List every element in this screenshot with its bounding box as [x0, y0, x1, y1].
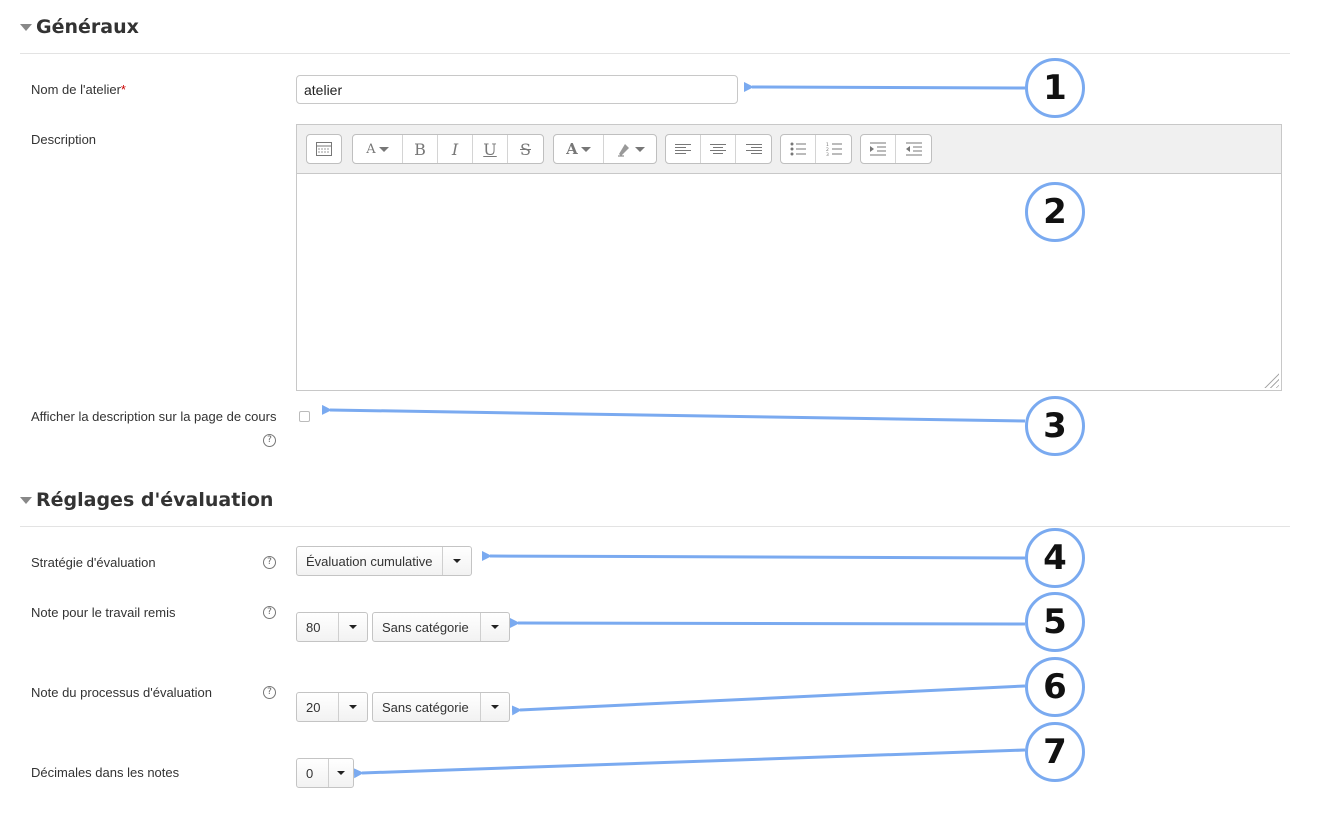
italic-icon[interactable]: I [438, 135, 473, 163]
assessment-category-value: Sans catégorie [382, 699, 469, 715]
strategy-label: Stratégie d'évaluation [31, 555, 156, 570]
callout-7: 7 [1025, 722, 1085, 782]
name-input[interactable]: atelier [296, 75, 738, 104]
section-divider [20, 53, 1290, 54]
strikethrough-icon[interactable]: S [520, 139, 531, 159]
assessment-category-select[interactable]: Sans catégorie [372, 692, 510, 722]
decimals-value: 0 [306, 765, 314, 781]
font-style-glyph: A [366, 141, 376, 157]
font-color-icon[interactable]: A [554, 135, 604, 163]
chevron-down-icon [442, 547, 471, 575]
toolbar-group-toggle [306, 134, 342, 164]
strategy-select-value: Évaluation cumulative [306, 553, 433, 569]
toggle-toolbar-icon[interactable] [307, 135, 341, 163]
callout-6: 6 [1025, 657, 1085, 717]
submission-category-select[interactable]: Sans catégorie [372, 612, 510, 642]
align-center-icon[interactable] [701, 135, 736, 163]
submission-grade-label: Note pour le travail remis [31, 605, 176, 620]
unordered-list-icon[interactable] [781, 135, 816, 163]
toolbar-group-text: A B I U S [352, 134, 544, 164]
submission-category-value: Sans catégorie [382, 619, 469, 635]
help-icon[interactable]: ? [263, 434, 276, 447]
callout-1: 1 [1025, 58, 1085, 118]
collapse-triangle-icon[interactable] [20, 497, 32, 504]
svg-text:3: 3 [826, 152, 829, 156]
submission-grade-select[interactable]: 80 [296, 612, 368, 642]
description-label: Description [31, 132, 97, 147]
toolbar-group-align [665, 134, 772, 164]
collapse-triangle-icon[interactable] [20, 24, 32, 31]
chevron-down-icon [338, 613, 367, 641]
help-icon[interactable]: ? [263, 686, 276, 699]
chevron-down-icon [328, 759, 353, 787]
arrow-1 [743, 81, 1026, 92]
callout-2: 2 [1025, 182, 1085, 242]
indent-icon[interactable] [861, 135, 896, 163]
toolbar-group-color: A [553, 134, 657, 164]
callout-5: 5 [1025, 592, 1085, 652]
caret-icon [378, 146, 389, 152]
font-style-icon[interactable]: A [353, 135, 403, 163]
caret-icon [634, 146, 645, 152]
assessment-grade-value: 20 [306, 699, 321, 715]
section-general-header[interactable]: Généraux [20, 16, 139, 38]
bold-icon[interactable]: B [403, 135, 438, 163]
name-label: Nom de l'atelier* [31, 82, 126, 97]
callout-3: 3 [1025, 396, 1085, 456]
section-divider [20, 526, 1290, 527]
align-left-icon[interactable] [666, 135, 701, 163]
help-icon[interactable]: ? [263, 556, 276, 569]
arrow-5 [509, 617, 1026, 628]
font-color-glyph: A [566, 140, 578, 158]
chevron-down-icon [480, 613, 509, 641]
chevron-down-icon [338, 693, 367, 721]
show-description-checkbox[interactable] [299, 411, 310, 422]
toolbar-group-indent [860, 134, 932, 164]
outdent-icon[interactable] [896, 135, 931, 163]
help-icon[interactable]: ? [263, 606, 276, 619]
arrow-7 [353, 748, 1026, 779]
assessment-grade-select[interactable]: 20 [296, 692, 368, 722]
assessment-grade-label: Note du processus d'évaluation [31, 685, 212, 700]
required-icon: * [120, 82, 126, 97]
callout-4: 4 [1025, 528, 1085, 588]
section-grading-header[interactable]: Réglages d'évaluation [20, 489, 273, 511]
decimals-label: Décimales dans les notes [31, 765, 180, 780]
chevron-down-icon [480, 693, 509, 721]
arrow-3 [321, 404, 1026, 423]
background-color-icon[interactable] [604, 135, 656, 163]
decimals-select[interactable]: 0 [296, 758, 354, 788]
align-right-icon[interactable] [736, 135, 771, 163]
caret-icon [580, 146, 591, 152]
section-general-title: Généraux [36, 16, 139, 38]
svg-text:2: 2 [826, 147, 829, 153]
underline-icon[interactable]: U [473, 135, 508, 163]
submission-grade-value: 80 [306, 619, 321, 635]
svg-text:1: 1 [826, 142, 829, 148]
section-grading-title: Réglages d'évaluation [36, 489, 274, 511]
show-description-label: Afficher la description sur la page de c… [31, 409, 277, 424]
arrow-6 [511, 684, 1026, 716]
strategy-select[interactable]: Évaluation cumulative [296, 546, 472, 576]
name-label-text: Nom de l'atelier [31, 82, 121, 97]
arrow-4 [481, 550, 1026, 561]
